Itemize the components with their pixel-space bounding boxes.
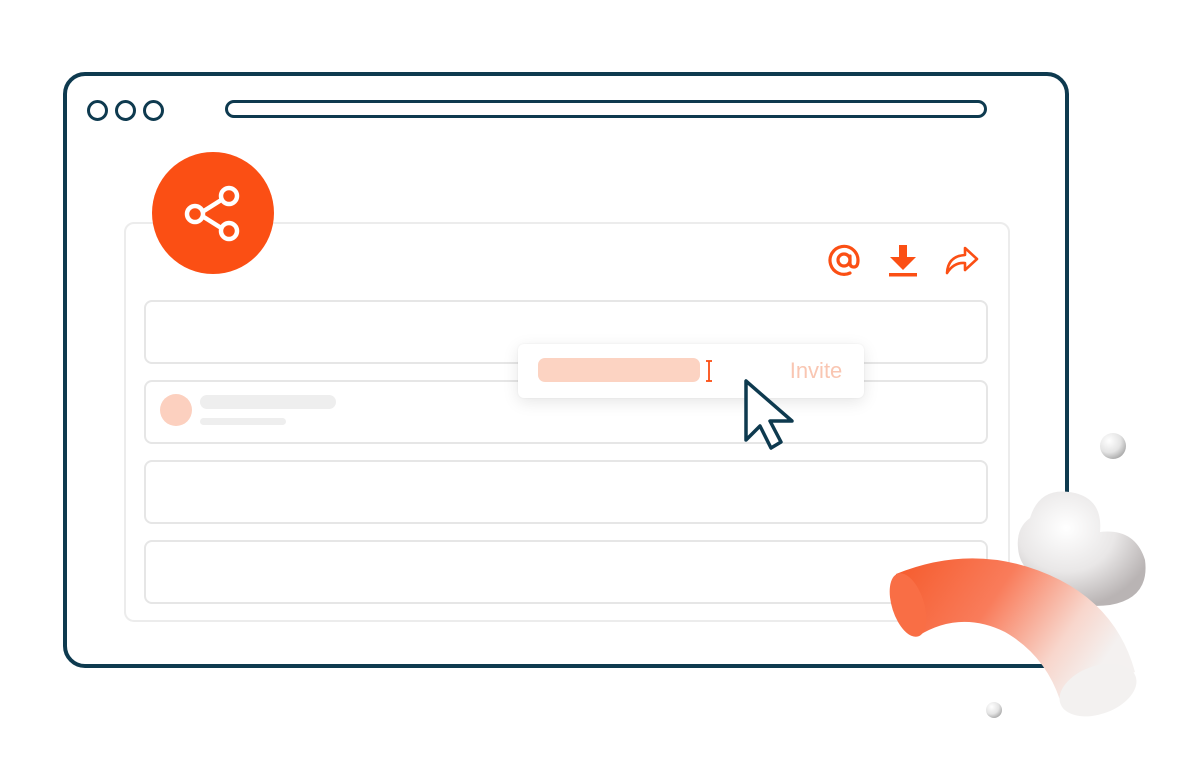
skeleton-text-line (200, 418, 286, 425)
window-control-dot[interactable] (143, 100, 164, 121)
list-row[interactable] (144, 460, 988, 524)
invite-popover: Invite (518, 344, 864, 398)
share-nodes-icon (184, 185, 240, 242)
decorative-sphere (1100, 433, 1126, 459)
invite-button[interactable]: Invite (780, 358, 852, 384)
skeleton-text-line (200, 395, 336, 409)
invite-email-input[interactable] (538, 358, 700, 382)
forward-arrow-icon[interactable] (944, 242, 980, 278)
text-caret-icon (706, 360, 712, 382)
avatar (160, 394, 192, 426)
window-control-dot[interactable] (87, 100, 108, 121)
mouse-pointer-icon (744, 379, 794, 450)
decorative-sphere (986, 702, 1002, 718)
address-bar[interactable] (225, 100, 987, 118)
window-control-dot[interactable] (115, 100, 136, 121)
download-icon[interactable] (885, 242, 921, 278)
decorative-tube (896, 558, 1135, 700)
list-row[interactable] (144, 540, 988, 604)
at-sign-icon[interactable] (826, 242, 862, 278)
share-badge (152, 152, 274, 274)
